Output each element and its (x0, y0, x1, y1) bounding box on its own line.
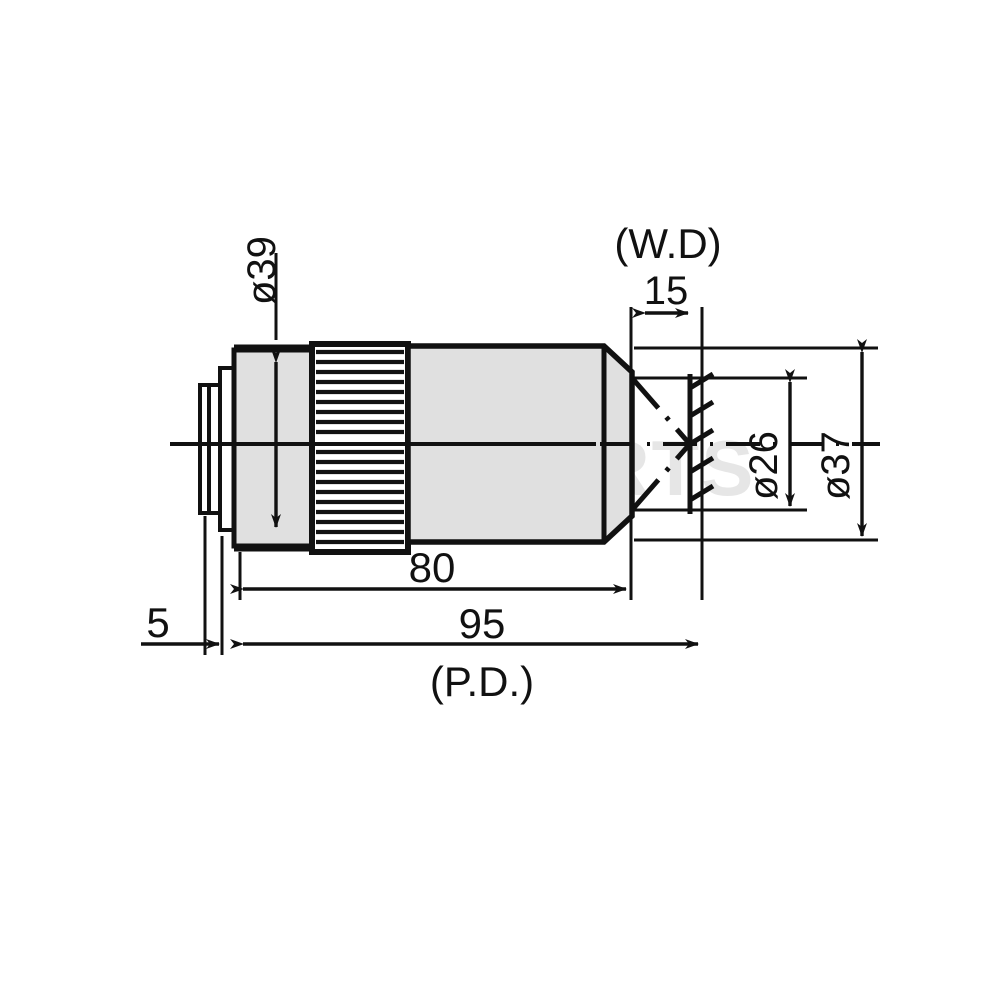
label-diameter-26: ø26 (742, 431, 786, 500)
dimension-parfocal-95 (220, 536, 699, 655)
mount-thread-rings (198, 366, 236, 532)
dimension-diameter-37 (634, 339, 878, 542)
knurled-grip-section (309, 341, 411, 555)
label-length-80: 80 (409, 544, 456, 591)
label-diameter-39: ø39 (240, 236, 284, 305)
dimension-labels: ø39 15 ø26 ø37 80 95 5 (W.D) (P.D.) (146, 220, 858, 705)
label-working-distance: (W.D) (614, 220, 721, 267)
dimension-length-80 (230, 552, 627, 600)
label-diameter-37: ø37 (814, 431, 858, 500)
label-length-15: 15 (644, 269, 689, 313)
knurl-ribs (316, 349, 404, 545)
label-length-5: 5 (146, 599, 169, 646)
label-length-95: 95 (459, 600, 506, 647)
dimension-thread-offset-5 (141, 516, 220, 655)
label-parfocal-distance: (P.D.) (430, 658, 534, 705)
dimension-working-distance-15 (629, 307, 704, 600)
dimension-diameter-26 (634, 369, 807, 512)
